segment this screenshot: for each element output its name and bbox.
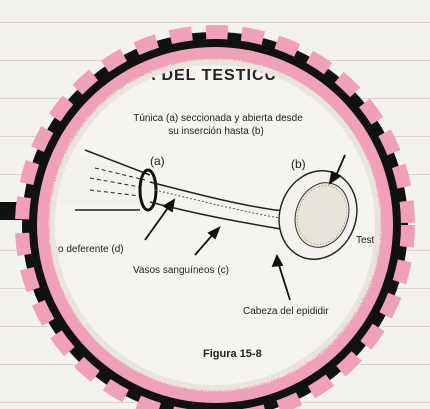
label-b: (b): [291, 157, 306, 171]
diagram-subtitle-line2: su inserción hasta (b): [168, 126, 264, 137]
label-vas-deferens: o deferente (d): [58, 244, 124, 255]
diagram-subtitle-line1: Túnica (a) seccionada y abierta desde: [133, 113, 303, 124]
figure-caption: Figura 15-8: [203, 348, 262, 360]
label-epididymis: Cabeza del epididir: [243, 306, 329, 317]
label-vessels: Vasos sanguíneos (c): [133, 265, 229, 276]
label-testis: Testi: [356, 235, 377, 246]
label-a: (a): [150, 154, 165, 168]
